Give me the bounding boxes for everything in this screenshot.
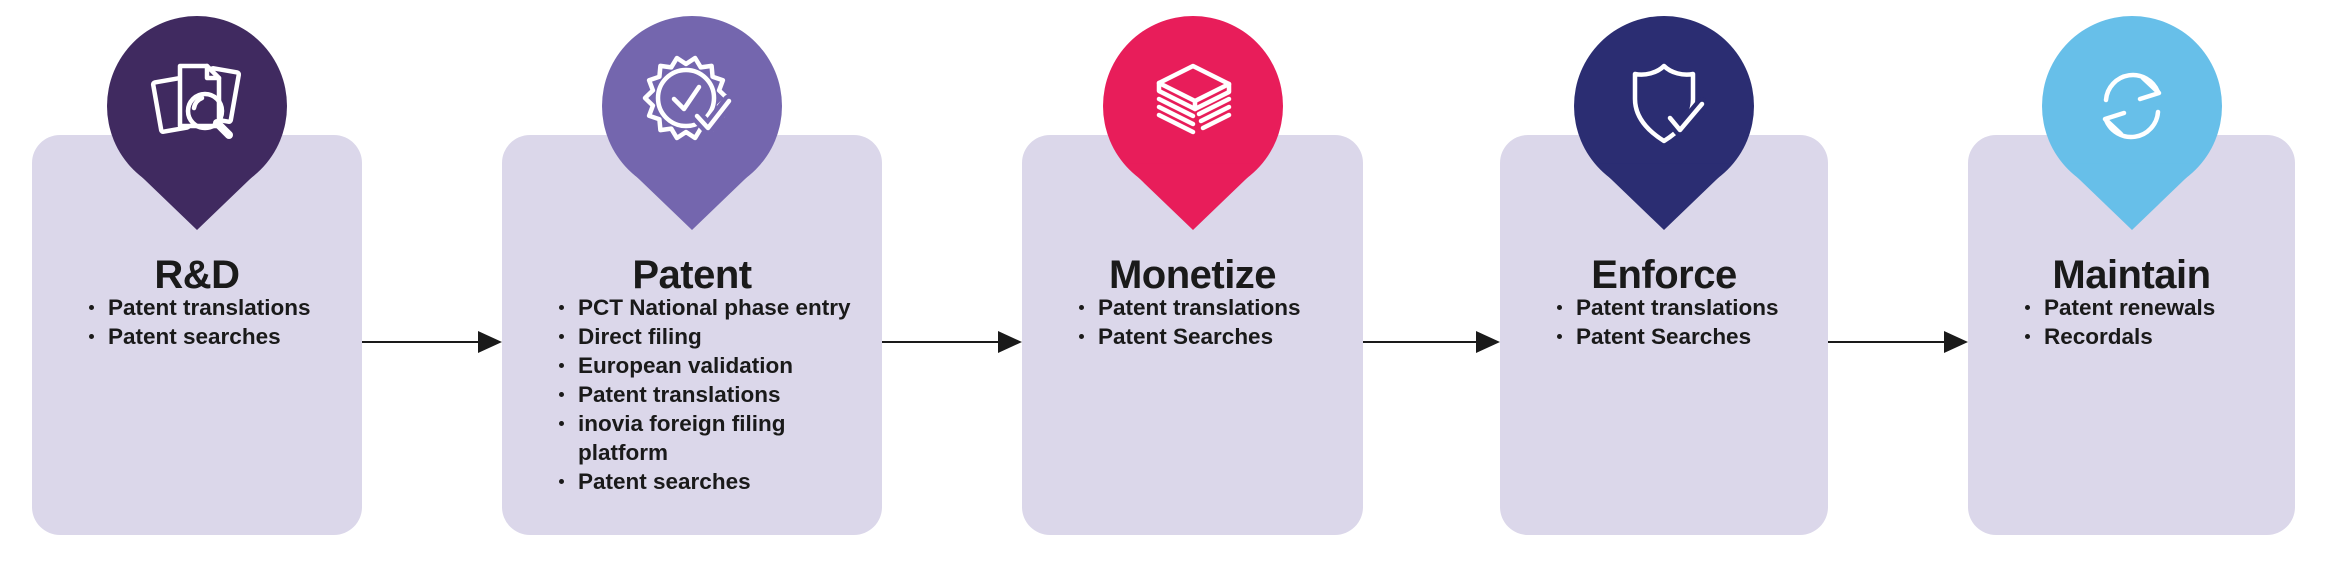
list-item-label: European validation [578, 353, 794, 378]
stage-title: Monetize [1108, 253, 1277, 297]
flow-arrow [882, 331, 1022, 353]
shield-check-icon [1632, 63, 1709, 144]
list-item-label: Direct filing [578, 324, 702, 349]
bullet-dot [559, 363, 564, 368]
arrow-shaft [1363, 341, 1476, 343]
documents-search-icon [150, 63, 242, 139]
stage-items: PCT National phase entry Direct filing E… [502, 293, 882, 496]
stage-card-rd: R&D Patent translations Patent searches [32, 16, 362, 535]
list-item-label: Patent translations [108, 295, 311, 320]
arrow-shaft [882, 341, 998, 343]
list-item: PCT National phase entry [559, 293, 866, 322]
stage-title: Patent [632, 253, 752, 297]
list-item-label: Patent Searches [1098, 324, 1274, 349]
list-item-label: Patent searches [578, 469, 751, 494]
list-item: Patent searches [559, 467, 866, 496]
map-pin [2041, 16, 2222, 230]
stage-title: R&D [154, 253, 240, 297]
certified-seal-icon [642, 55, 736, 141]
bullet-dot [559, 421, 564, 426]
map-pin [1574, 16, 1754, 230]
bullet-dot [89, 305, 94, 310]
arrow-head [1944, 331, 1968, 353]
stage-items: Patent renewals Recordals [1968, 293, 2295, 351]
map-pin [602, 16, 782, 230]
sync-arrows-icon [2102, 72, 2161, 140]
bullet-dot [1557, 334, 1562, 339]
map-pin [107, 16, 287, 230]
bullet-dot [559, 305, 564, 310]
list-item-label: inovia foreign filing platform [578, 411, 786, 465]
stage-card-patent: Patent PCT National phase entry Direct f… [502, 16, 882, 535]
list-item-label: Patent searches [108, 324, 281, 349]
stage-items: Patent translations Patent searches [32, 293, 362, 351]
list-item: Patent translations [1557, 293, 1812, 322]
list-item-label: Patent translations [1098, 295, 1301, 320]
bullet-dot [1079, 305, 1084, 310]
bullet-dot [89, 334, 94, 339]
bullet-dot [2025, 305, 2030, 310]
bullet-dot [559, 479, 564, 484]
banknotes-stack-icon [1156, 63, 1231, 135]
bullet-dot [559, 334, 564, 339]
stage-items: Patent translations Patent Searches [1022, 293, 1363, 351]
list-item: Direct filing [559, 322, 866, 351]
list-item: inovia foreign filing platform [559, 409, 866, 467]
list-item-label: PCT National phase entry [578, 295, 851, 320]
list-item: Patent translations [1079, 293, 1347, 322]
arrow-head [998, 331, 1022, 353]
stage-card-monetize: Monetize Patent translations Patent Sear… [1022, 16, 1363, 535]
flow-arrow [362, 331, 502, 353]
stage-title: Maintain [2052, 253, 2211, 297]
stage-items: Patent translations Patent Searches [1500, 293, 1828, 351]
flow-arrow [1363, 331, 1500, 353]
flow-arrow [1828, 331, 1968, 353]
list-item: Patent renewals [2025, 293, 2279, 322]
list-item-label: Recordals [2044, 324, 2153, 349]
list-item: Patent Searches [1079, 322, 1347, 351]
list-item-label: Patent renewals [2044, 295, 2216, 320]
bullet-dot [2025, 334, 2030, 339]
stage-title: Enforce [1591, 253, 1737, 297]
bullet-dot [1557, 305, 1562, 310]
arrow-shaft [362, 341, 478, 343]
list-item: Patent Searches [1557, 322, 1812, 351]
bullet-dot [559, 392, 564, 397]
list-item-label: Patent translations [1576, 295, 1779, 320]
list-item: Patent translations [559, 380, 866, 409]
stage-card-maintain: Maintain Patent renewals Recordals [1968, 16, 2295, 535]
list-item-label: Patent translations [578, 382, 781, 407]
map-pin [1102, 16, 1283, 230]
stage-card-enforce: Enforce Patent translations Patent Searc… [1500, 16, 1828, 535]
list-item: European validation [559, 351, 866, 380]
arrow-shaft [1828, 341, 1944, 343]
list-item: Recordals [2025, 322, 2279, 351]
bullet-dot [1079, 334, 1084, 339]
list-item: Patent translations [89, 293, 346, 322]
arrow-head [478, 331, 502, 353]
list-item-label: Patent Searches [1576, 324, 1752, 349]
arrow-head [1476, 331, 1500, 353]
list-item: Patent searches [89, 322, 346, 351]
